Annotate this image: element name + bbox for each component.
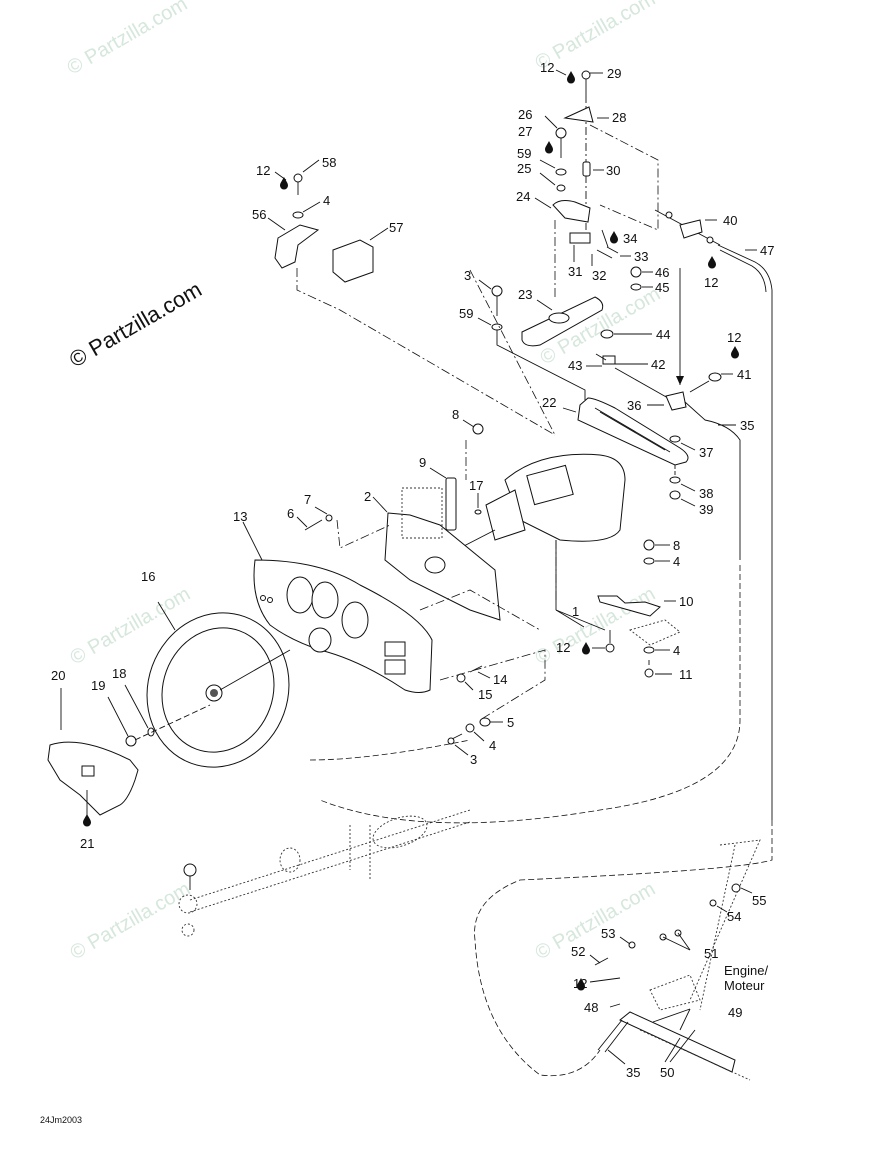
callout-12: 12 — [573, 976, 587, 991]
oil-drop-icon — [610, 231, 618, 244]
callout-58: 58 — [322, 155, 336, 170]
callout-1: 1 — [572, 604, 579, 619]
callout-32: 32 — [592, 268, 606, 283]
leader-lines — [60, 69, 757, 1065]
callout-24: 24 — [516, 189, 530, 204]
callout-4: 4 — [673, 643, 680, 658]
panel-fasteners — [447, 665, 491, 745]
tie-rod — [178, 809, 471, 937]
upper-linkage — [491, 70, 773, 820]
callout-21: 21 — [80, 836, 94, 851]
callout-49: 49 — [728, 1005, 742, 1020]
callout-19: 19 — [91, 678, 105, 693]
callout-27: 27 — [518, 124, 532, 139]
callout-43: 43 — [568, 358, 582, 373]
callout-39: 39 — [699, 502, 713, 517]
callout-25: 25 — [517, 161, 531, 176]
callout-labels: 29 12 28 26 27 59 25 30 24 40 47 34 33 3… — [51, 60, 774, 1080]
callout-5: 5 — [507, 715, 514, 730]
callout-10: 10 — [679, 594, 693, 609]
callout-8: 8 — [452, 407, 459, 422]
callout-18: 18 — [112, 666, 126, 681]
engine-label-line2: Moteur — [724, 978, 765, 993]
watermark: © Partzilla.com — [67, 878, 195, 964]
engine-label-line1: Engine/ — [724, 963, 768, 978]
callout-4: 4 — [489, 738, 496, 753]
oil-drop-icon — [708, 256, 716, 269]
lower-bracket — [597, 539, 681, 678]
reference-code: 24Jm2003 — [40, 1115, 82, 1125]
watermark: © Partzilla.com — [64, 0, 192, 79]
callout-37: 37 — [699, 445, 713, 460]
oil-drop-icon — [731, 346, 739, 359]
callout-42: 42 — [651, 357, 665, 372]
callout-52: 52 — [571, 944, 585, 959]
callout-35: 35 — [626, 1065, 640, 1080]
callout-17: 17 — [469, 478, 483, 493]
callout-4: 4 — [323, 193, 330, 208]
cable-35 — [319, 565, 773, 1077]
callout-48: 48 — [584, 1000, 598, 1015]
callout-16: 16 — [141, 569, 155, 584]
callout-7: 7 — [304, 492, 311, 507]
callout-34: 34 — [623, 231, 637, 246]
horn-cover — [47, 704, 211, 816]
callout-8: 8 — [673, 538, 680, 553]
callout-12: 12 — [256, 163, 270, 178]
callout-12: 12 — [540, 60, 554, 75]
callout-35: 35 — [740, 418, 754, 433]
callout-3: 3 — [464, 268, 471, 283]
bracket-module — [274, 173, 556, 436]
steering-column — [304, 269, 626, 631]
callout-3: 3 — [470, 752, 477, 767]
callout-9: 9 — [419, 455, 426, 470]
steering-wheel — [146, 612, 291, 768]
callout-53: 53 — [601, 926, 615, 941]
callout-36: 36 — [627, 398, 641, 413]
callout-15: 15 — [478, 687, 492, 702]
callout-4: 4 — [673, 554, 680, 569]
callout-38: 38 — [699, 486, 713, 501]
callout-40: 40 — [723, 213, 737, 228]
engine-linkage — [594, 839, 761, 1081]
oil-drop-icon — [83, 814, 91, 827]
callout-45: 45 — [655, 280, 669, 295]
callout-31: 31 — [568, 264, 582, 279]
callout-12: 12 — [704, 275, 718, 290]
callout-33: 33 — [634, 249, 648, 264]
oil-drop-icon — [567, 71, 575, 84]
callout-30: 30 — [606, 163, 620, 178]
callout-54: 54 — [727, 909, 741, 924]
callout-41: 41 — [737, 367, 751, 382]
callout-2: 2 — [364, 489, 371, 504]
watermark: © Partzilla.com — [532, 878, 660, 964]
oil-drop-icon — [545, 141, 553, 154]
callout-59: 59 — [459, 306, 473, 321]
callout-29: 29 — [607, 66, 621, 81]
callout-44: 44 — [656, 327, 670, 342]
instrument-panel — [253, 559, 546, 721]
callout-59: 59 — [517, 146, 531, 161]
callout-56: 56 — [252, 207, 266, 222]
callout-57: 57 — [389, 220, 403, 235]
callout-23: 23 — [518, 287, 532, 302]
callout-55: 55 — [752, 893, 766, 908]
callout-22: 22 — [542, 395, 556, 410]
callout-6: 6 — [287, 506, 294, 521]
watermark-main: © Partzilla.com — [65, 277, 206, 373]
callout-11: 11 — [679, 667, 693, 682]
callout-47: 47 — [760, 243, 774, 258]
callout-28: 28 — [612, 110, 626, 125]
callout-13: 13 — [233, 509, 247, 524]
callout-12: 12 — [556, 640, 570, 655]
callout-51: 51 — [704, 946, 718, 961]
callout-14: 14 — [493, 672, 507, 687]
callout-46: 46 — [655, 265, 669, 280]
callout-20: 20 — [51, 668, 65, 683]
callout-26: 26 — [518, 107, 532, 122]
callout-50: 50 — [660, 1065, 674, 1080]
callout-12: 12 — [727, 330, 741, 345]
